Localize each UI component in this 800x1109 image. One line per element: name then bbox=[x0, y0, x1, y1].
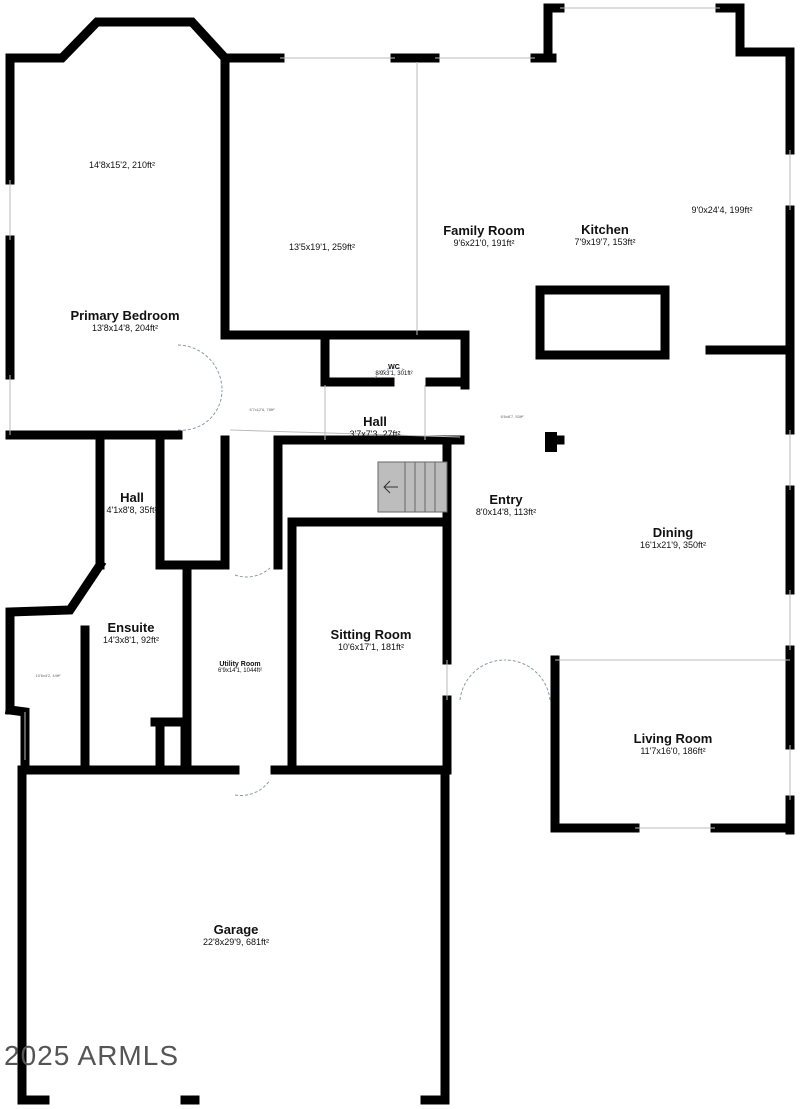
room-dims: 6'9x14'1, 1044ft² bbox=[218, 668, 262, 674]
room-name: Family Room bbox=[443, 223, 525, 238]
room-dims: 10'6x17'1, 181ft² bbox=[338, 642, 404, 652]
room-dims: 11'7x16'0, 186ft² bbox=[640, 746, 706, 756]
room-name: Hall bbox=[120, 490, 144, 505]
room-dims: 13'8x14'8, 204ft² bbox=[92, 323, 158, 333]
room-label: 6'7x12'6, 78ft² bbox=[250, 398, 275, 416]
room-name: Kitchen bbox=[581, 222, 629, 237]
room-dims: 10'6x4'2, 44ft² bbox=[35, 673, 61, 678]
room-dims: 8'9x3'1, 301ft² bbox=[375, 371, 413, 377]
room-dims: 9'6x21'0, 191ft² bbox=[453, 238, 515, 248]
room-name: Sitting Room bbox=[330, 627, 412, 642]
room-name: Garage bbox=[213, 922, 259, 937]
room-label: 9'0x24'4, 199ft² bbox=[692, 205, 753, 215]
room-dims: 13'5x19'1, 259ft² bbox=[289, 242, 355, 252]
room-label: 13'5x19'1, 259ft² bbox=[289, 242, 355, 252]
room-dims: 6'7x12'6, 78ft² bbox=[249, 407, 275, 412]
room-name: Primary Bedroom bbox=[70, 308, 180, 323]
room-dims: 14'8x15'2, 210ft² bbox=[89, 160, 155, 170]
room-dims: 9'0x24'4, 199ft² bbox=[691, 205, 753, 215]
room-dims: 3'7x7'3, 27ft² bbox=[349, 429, 401, 439]
room-dims: 4'1x8'8, 35ft² bbox=[106, 505, 158, 515]
room-name: Living Room bbox=[633, 731, 713, 746]
room-name: Ensuite bbox=[107, 620, 155, 635]
watermark: 2025 ARMLS bbox=[4, 1040, 179, 1071]
room-label: 6'6x8'7, 53ft² bbox=[501, 405, 524, 423]
room-name: Utility Room bbox=[219, 661, 261, 668]
room-label: 14'8x15'2, 210ft² bbox=[89, 160, 155, 170]
stairs bbox=[377, 461, 448, 513]
room-name: WC bbox=[388, 364, 400, 371]
room-dims: 6'6x8'7, 53ft² bbox=[500, 414, 524, 419]
room-dims: 8'0x14'8, 113ft² bbox=[475, 507, 537, 517]
room-dims: 7'9x19'7, 153ft² bbox=[574, 237, 636, 247]
room-name: Dining bbox=[652, 525, 694, 540]
room-dims: 16'1x21'9, 350ft² bbox=[640, 540, 706, 550]
room-dims: 22'8x29'9, 681ft² bbox=[203, 937, 269, 947]
room-label: 10'6x4'2, 44ft² bbox=[36, 664, 61, 682]
room-name: Entry bbox=[489, 492, 523, 507]
room-name: Hall bbox=[363, 414, 387, 429]
room-dims: 14'3x8'1, 92ft² bbox=[103, 635, 159, 645]
